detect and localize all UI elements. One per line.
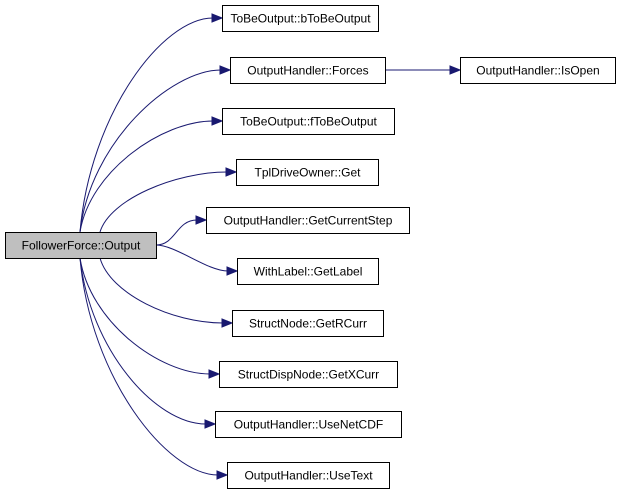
edge-line xyxy=(99,257,224,324)
node-box[interactable] xyxy=(227,462,390,489)
node-label: ToBeOutput::fToBeOutput xyxy=(240,115,377,129)
node-box[interactable] xyxy=(237,258,379,285)
node-label: OutputHandler::Forces xyxy=(247,64,368,78)
node-label: TplDriveOwner::Get xyxy=(254,166,361,180)
node-box[interactable] xyxy=(5,232,157,259)
arrowhead-icon xyxy=(449,65,462,75)
edge-root-to-n4 xyxy=(79,116,224,233)
edge-line xyxy=(79,257,211,375)
node-box[interactable] xyxy=(206,207,410,234)
arrowhead-icon xyxy=(204,419,217,429)
arrowhead-icon xyxy=(211,116,224,126)
edge-line xyxy=(79,257,207,425)
arrowhead-icon xyxy=(216,470,229,480)
node-n4[interactable]: ToBeOutput::fToBeOutput xyxy=(222,108,395,135)
node-box[interactable] xyxy=(460,57,616,84)
edge-root-to-n9 xyxy=(79,257,221,379)
edge-line xyxy=(155,244,229,272)
node-n2[interactable]: OutputHandler::Forces xyxy=(230,57,386,84)
edge-root-to-n11 xyxy=(79,257,229,480)
node-label: ToBeOutput::bToBeOutput xyxy=(230,12,371,26)
node-label: OutputHandler::UseNetCDF xyxy=(234,418,383,432)
arrowhead-icon xyxy=(195,215,208,225)
node-n3[interactable]: OutputHandler::IsOpen xyxy=(460,57,616,84)
node-n1[interactable]: ToBeOutput::bToBeOutput xyxy=(222,5,379,32)
node-box[interactable] xyxy=(222,108,395,135)
node-label: WithLabel::GetLabel xyxy=(254,265,363,279)
node-n7[interactable]: WithLabel::GetLabel xyxy=(237,258,379,285)
node-label: OutputHandler::IsOpen xyxy=(476,64,599,78)
node-n10[interactable]: OutputHandler::UseNetCDF xyxy=(215,411,402,438)
arrowhead-icon xyxy=(225,167,238,177)
node-box[interactable] xyxy=(219,361,398,388)
node-n5[interactable]: TplDriveOwner::Get xyxy=(236,159,379,186)
edge-line xyxy=(155,219,198,246)
node-label: OutputHandler::UseText xyxy=(244,469,373,483)
node-box[interactable] xyxy=(230,57,386,84)
node-box[interactable] xyxy=(236,159,379,186)
node-box[interactable] xyxy=(232,310,384,337)
edge-line xyxy=(79,17,214,233)
node-label: OutputHandler::GetCurrentStep xyxy=(224,214,393,228)
edge-root-to-n7 xyxy=(155,244,239,276)
edge-root-to-n2 xyxy=(79,65,232,233)
edge-root-to-n1 xyxy=(79,13,224,233)
node-n11[interactable]: OutputHandler::UseText xyxy=(227,462,390,489)
node-box[interactable] xyxy=(222,5,379,32)
edges-layer xyxy=(79,13,462,480)
node-n6[interactable]: OutputHandler::GetCurrentStep xyxy=(206,207,410,234)
node-label: StructDispNode::GetXCurr xyxy=(238,368,379,382)
edge-line xyxy=(79,120,214,233)
edge-root-to-n8 xyxy=(99,257,234,328)
arrowhead-icon xyxy=(219,65,232,75)
edge-root-to-n6 xyxy=(155,215,208,246)
edge-line xyxy=(79,69,222,233)
edge-n2-to-n3 xyxy=(385,65,462,75)
node-root[interactable]: FollowerForce::Output xyxy=(5,232,157,259)
edge-root-to-n5 xyxy=(99,167,238,233)
edge-line xyxy=(99,171,228,233)
arrowhead-icon xyxy=(226,266,239,276)
node-n9[interactable]: StructDispNode::GetXCurr xyxy=(219,361,398,388)
arrowhead-icon xyxy=(208,369,221,379)
nodes-layer: FollowerForce::Output ToBeOutput::bToBeOu… xyxy=(5,5,616,489)
node-label: StructNode::GetRCurr xyxy=(249,317,367,331)
edge-line xyxy=(79,257,219,476)
node-label: FollowerForce::Output xyxy=(22,239,141,253)
edge-root-to-n10 xyxy=(79,257,217,429)
arrowhead-icon xyxy=(221,318,234,328)
node-n8[interactable]: StructNode::GetRCurr xyxy=(232,310,384,337)
arrowhead-icon xyxy=(211,13,224,23)
node-box[interactable] xyxy=(215,411,402,438)
